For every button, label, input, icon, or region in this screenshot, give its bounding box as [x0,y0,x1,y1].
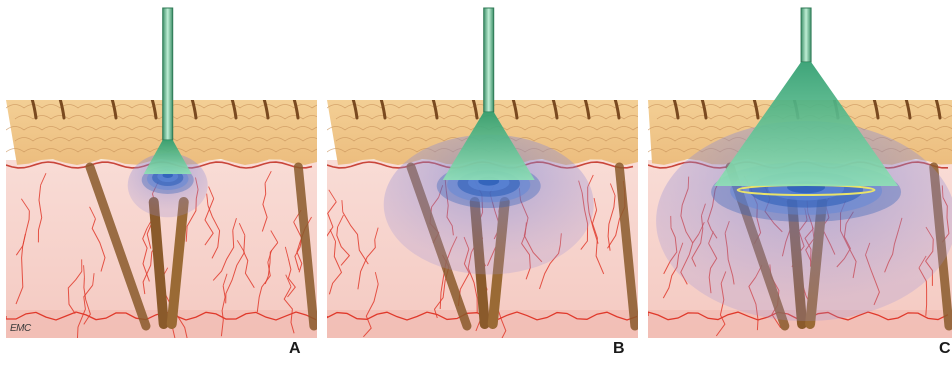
panel-label-a: A [289,340,301,358]
panel-label-b: B [613,340,625,358]
laser-handpiece-tube [801,8,811,62]
laser-handpiece-tube [484,8,494,112]
panel-label-c: C [939,340,951,358]
artist-signature: EMC [10,323,31,334]
laser-handpiece-tube [163,8,173,140]
